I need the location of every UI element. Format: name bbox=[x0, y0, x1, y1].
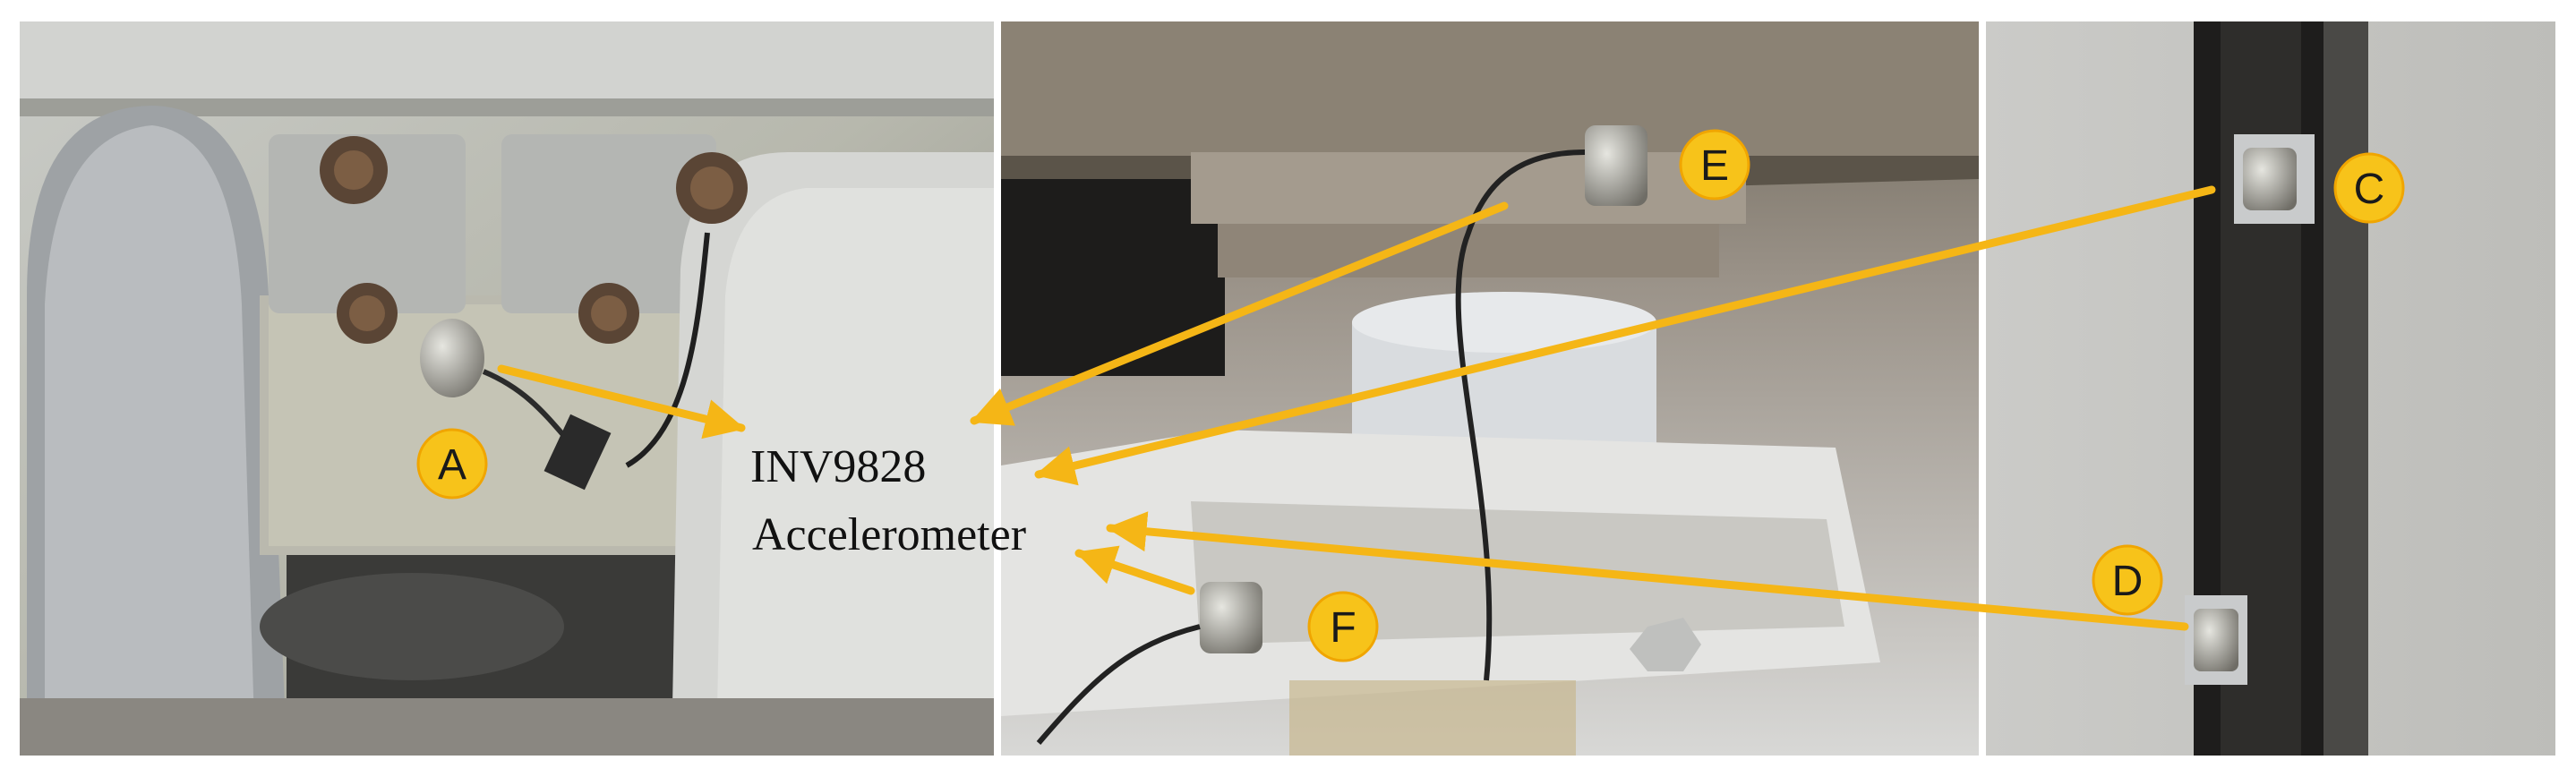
marker-a: A bbox=[416, 428, 488, 500]
photo-middle-bearing bbox=[1001, 21, 1979, 756]
svg-text:A: A bbox=[438, 441, 466, 489]
photo-left-bearing bbox=[20, 21, 994, 756]
marker-f: F bbox=[1307, 591, 1379, 662]
arrow-f bbox=[1074, 545, 1195, 595]
photo-right-wall bbox=[1986, 21, 2555, 756]
svg-text:F: F bbox=[1330, 604, 1356, 652]
svg-text:E: E bbox=[1700, 142, 1729, 190]
marker-e: E bbox=[1679, 129, 1750, 201]
arrow-e bbox=[970, 201, 1509, 426]
marker-c: C bbox=[2333, 152, 2405, 224]
accelerometer-c bbox=[2243, 148, 2297, 210]
accelerometer-d bbox=[2194, 609, 2238, 671]
arrow-c bbox=[1034, 185, 2216, 486]
annotation-arrows bbox=[497, 185, 2216, 631]
marker-d: D bbox=[2092, 544, 2163, 616]
accelerometer-a bbox=[420, 319, 484, 397]
svg-text:C: C bbox=[2354, 166, 2385, 213]
arrow-d bbox=[1106, 511, 2189, 631]
svg-text:D: D bbox=[2112, 558, 2144, 605]
arrow-a bbox=[497, 364, 746, 440]
accelerometer-f bbox=[1200, 582, 1262, 653]
caption-line-2: Accelerometer bbox=[752, 509, 1026, 560]
caption-line-1: INV9828 bbox=[750, 441, 926, 492]
accelerometer-e bbox=[1585, 125, 1647, 206]
